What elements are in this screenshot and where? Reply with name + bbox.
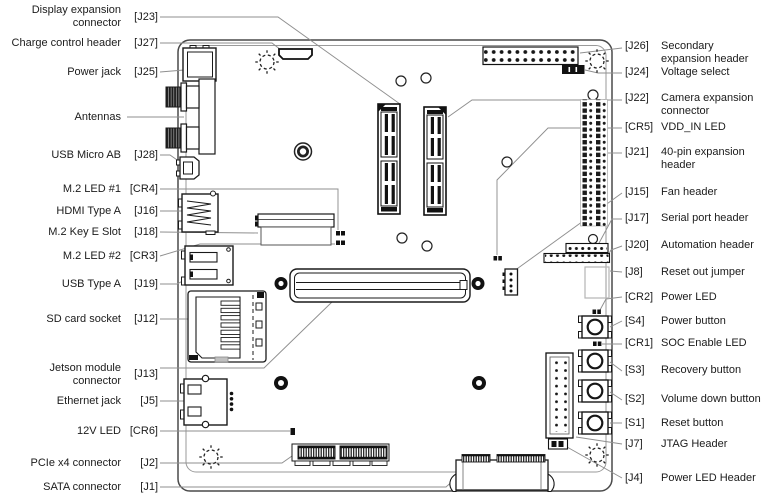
leader-j13 [160, 300, 334, 369]
leader-s4 [609, 320, 623, 328]
reset-out-jumper [584, 266, 610, 299]
label-volume-down-button: [S2]Volume down button [625, 393, 761, 405]
voltage-select-jumper [562, 65, 585, 74]
label-ethernet-jack: Ethernet jack[J5] [56, 394, 158, 407]
serial-port-header [565, 242, 609, 254]
label-m2-led-1: M.2 LED #1[CR4] [62, 182, 158, 195]
label-recovery-button: [S3]Recovery button [625, 364, 742, 376]
module-standoffs [274, 376, 486, 390]
leader-s2 [609, 391, 623, 401]
label-power-led-header: [J4]Power LED Header [625, 472, 756, 484]
label-voltage-select: [J24]Voltage select [625, 66, 730, 78]
label-sd-card-socket: SD card socket[J12] [46, 312, 158, 325]
leader-lines [127, 16, 623, 488]
leader-j25 [159, 69, 185, 73]
vdd-in-led [493, 256, 502, 261]
secondary-expansion-header [482, 46, 579, 66]
usb-type-a [181, 245, 234, 286]
leader-j26 [579, 47, 623, 54]
camera-expansion-connector [423, 106, 447, 216]
power-led [592, 309, 601, 314]
label-reset-out-jumper: [J8]Reset out jumper [625, 266, 745, 278]
display-expansion-connector [377, 103, 401, 215]
leader-j17 [597, 218, 622, 246]
label-soc-enable-led: [CR1]SOC Enable LED [625, 337, 747, 349]
ethernet-jack [180, 374, 234, 429]
leader-j27 [160, 42, 282, 51]
automation-header [543, 252, 611, 264]
label-m2-key-e-slot: M.2 Key E Slot[J18] [48, 225, 158, 238]
leader-j4 [566, 446, 623, 479]
soc-enable-led [593, 341, 602, 346]
pcb-holes [293, 72, 599, 252]
leader-s3 [609, 361, 623, 372]
label-antennas: Antennas [74, 110, 121, 123]
label-m2-led-2: M.2 LED #2[CR3] [62, 249, 158, 262]
label-reset-button: [S1]Reset button [625, 417, 724, 429]
jtag-header [545, 352, 574, 439]
pcie-x4-connector [291, 443, 390, 466]
power-button [577, 314, 613, 340]
leader-j7 [575, 436, 623, 445]
usb-micro-ab [176, 156, 200, 180]
label-secondary-expansion-header: [J26]Secondary expansion header [625, 40, 749, 65]
fan-header [502, 268, 519, 296]
leader-cr2 [599, 296, 623, 311]
12v-led [290, 428, 295, 435]
label-power-button: [S4]Power button [625, 315, 726, 327]
m2-led-1 [336, 231, 345, 236]
40-pin-expansion-header [580, 99, 608, 227]
label-display-expansion-connector: Display expansion connector[J23] [31, 4, 158, 29]
charge-control-header [278, 48, 313, 60]
label-hdmi-type-a: HDMI Type A[J16] [56, 204, 158, 217]
leader-j2 [160, 455, 293, 464]
recovery-button [577, 348, 613, 374]
leader-cr4 [160, 188, 339, 230]
label-jetson-module-connector: Jetson module connector[J13] [49, 361, 158, 387]
volume-down-button [577, 378, 613, 404]
label-camera-expansion-connector: [J22]Camera expansion connector [625, 92, 754, 117]
antennas [165, 78, 216, 155]
label-40-pin-expansion-header: [J21]40-pin expansion header [625, 146, 745, 171]
label-power-jack: Power jack[J25] [67, 65, 158, 78]
jetson-module-connector [274, 268, 485, 303]
sd-card-socket [187, 290, 267, 363]
leader-j8 [609, 270, 623, 273]
label-fan-header: [J15]Fan header [625, 186, 718, 198]
m2-key-e-slot [255, 213, 335, 246]
leader-j22 [447, 99, 622, 118]
label-12v-led: 12V LED[CR6] [76, 424, 158, 437]
label-vdd-in-led: [CR5]VDD_IN LED [625, 121, 726, 133]
leader-j23 [160, 16, 401, 105]
label-charge-control-header: Charge control header[J27] [11, 36, 158, 49]
leader-j24 [584, 69, 622, 74]
label-pcie-x4-connector: PCIe x4 connector[J2] [30, 456, 159, 469]
label-serial-port-header: [J17]Serial port header [625, 212, 749, 224]
label-automation-header: [J20]Automation header [625, 239, 754, 251]
label-usb-micro-ab: USB Micro AB[J28] [51, 148, 158, 161]
label-jtag-header: [J7]JTAG Header [625, 438, 728, 450]
reset-button [577, 410, 613, 436]
label-sata-connector: SATA connector[J1] [43, 480, 158, 493]
label-power-led: [CR2]Power LED [625, 291, 717, 303]
label-usb-type-a: USB Type A[J19] [61, 277, 158, 290]
hdmi-connector [178, 190, 219, 235]
power-led-header [547, 438, 569, 450]
m2-led-2 [336, 240, 345, 245]
power-jack [182, 45, 217, 82]
sata-connector [449, 454, 555, 493]
